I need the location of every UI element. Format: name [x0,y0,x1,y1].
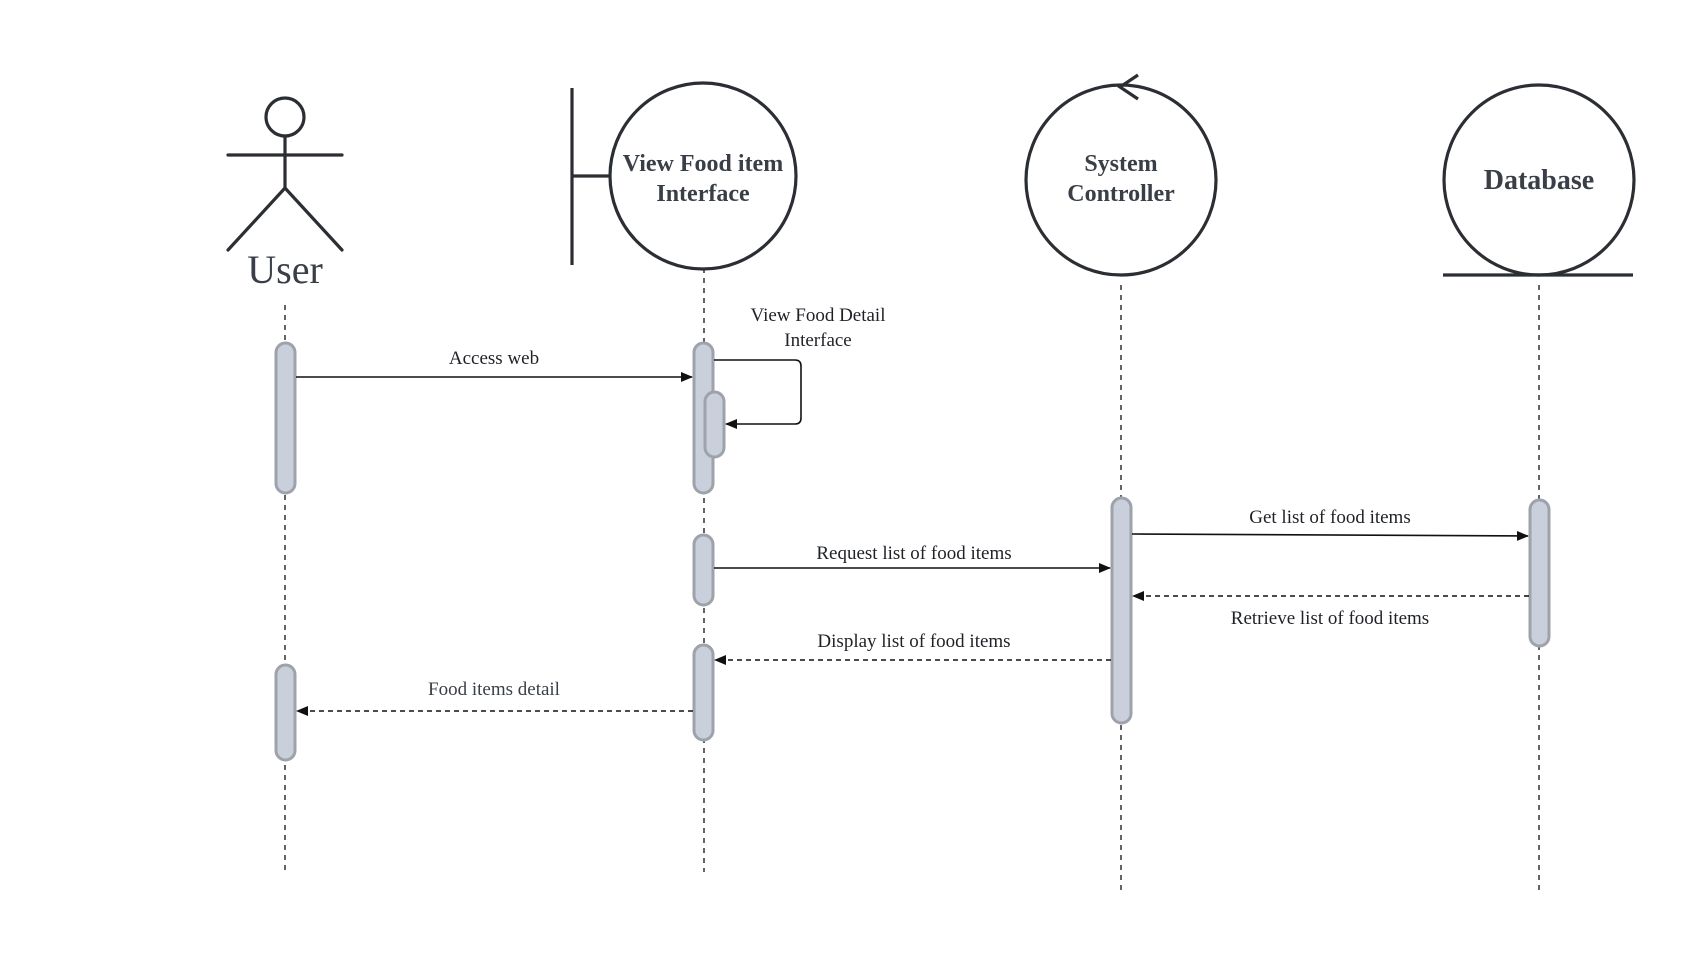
participant-system-controller-label-line2: Controller [1067,181,1175,207]
message-food-items-detail: Food items detail [296,679,693,716]
participant-database: Database [1442,83,1636,277]
activation-controller [1110,496,1133,725]
message-self-call-label-line2: Interface [784,330,852,351]
activation-bars [274,341,1551,762]
entity-icon [1442,83,1636,277]
participant-view-interface-label-line2: Interface [656,181,750,207]
activation-interface-2 [692,533,715,607]
participant-view-interface-label-line1: View Food item [623,151,783,177]
boundary-icon [570,81,798,271]
activation-user-1 [274,341,297,495]
message-retrieve-list: Retrieve list of food items [1132,591,1529,629]
participant-system-controller-label-line1: System [1084,151,1157,177]
message-self-call: View Food Detail Interface [714,305,886,429]
message-access-web-label: Access web [449,348,539,369]
message-access-web: Access web [296,348,693,382]
message-display-list-label: Display list of food items [817,631,1010,652]
message-request-list-label: Request list of food items [816,543,1011,564]
participant-database-label: Database [1484,165,1594,196]
participant-user-label: User [247,247,323,292]
actor-stick-figure-icon [226,96,344,252]
participant-system-controller: System Controller [1024,73,1218,277]
message-display-list: Display list of food items [714,631,1111,665]
message-retrieve-list-label: Retrieve list of food items [1231,608,1429,629]
control-icon [1024,73,1218,277]
activation-interface-self [703,390,726,459]
message-self-call-label-line1: View Food Detail [750,305,885,326]
activation-user-2 [274,663,297,762]
message-get-list-label: Get list of food items [1249,507,1410,528]
message-food-items-detail-label: Food items detail [428,679,560,700]
activation-database [1528,498,1551,648]
participant-user: User [226,96,344,292]
message-get-list: Get list of food items [1131,507,1529,541]
activation-interface-3 [692,643,715,742]
message-request-list: Request list of food items [714,543,1111,573]
participant-view-interface: View Food item Interface [570,81,798,271]
